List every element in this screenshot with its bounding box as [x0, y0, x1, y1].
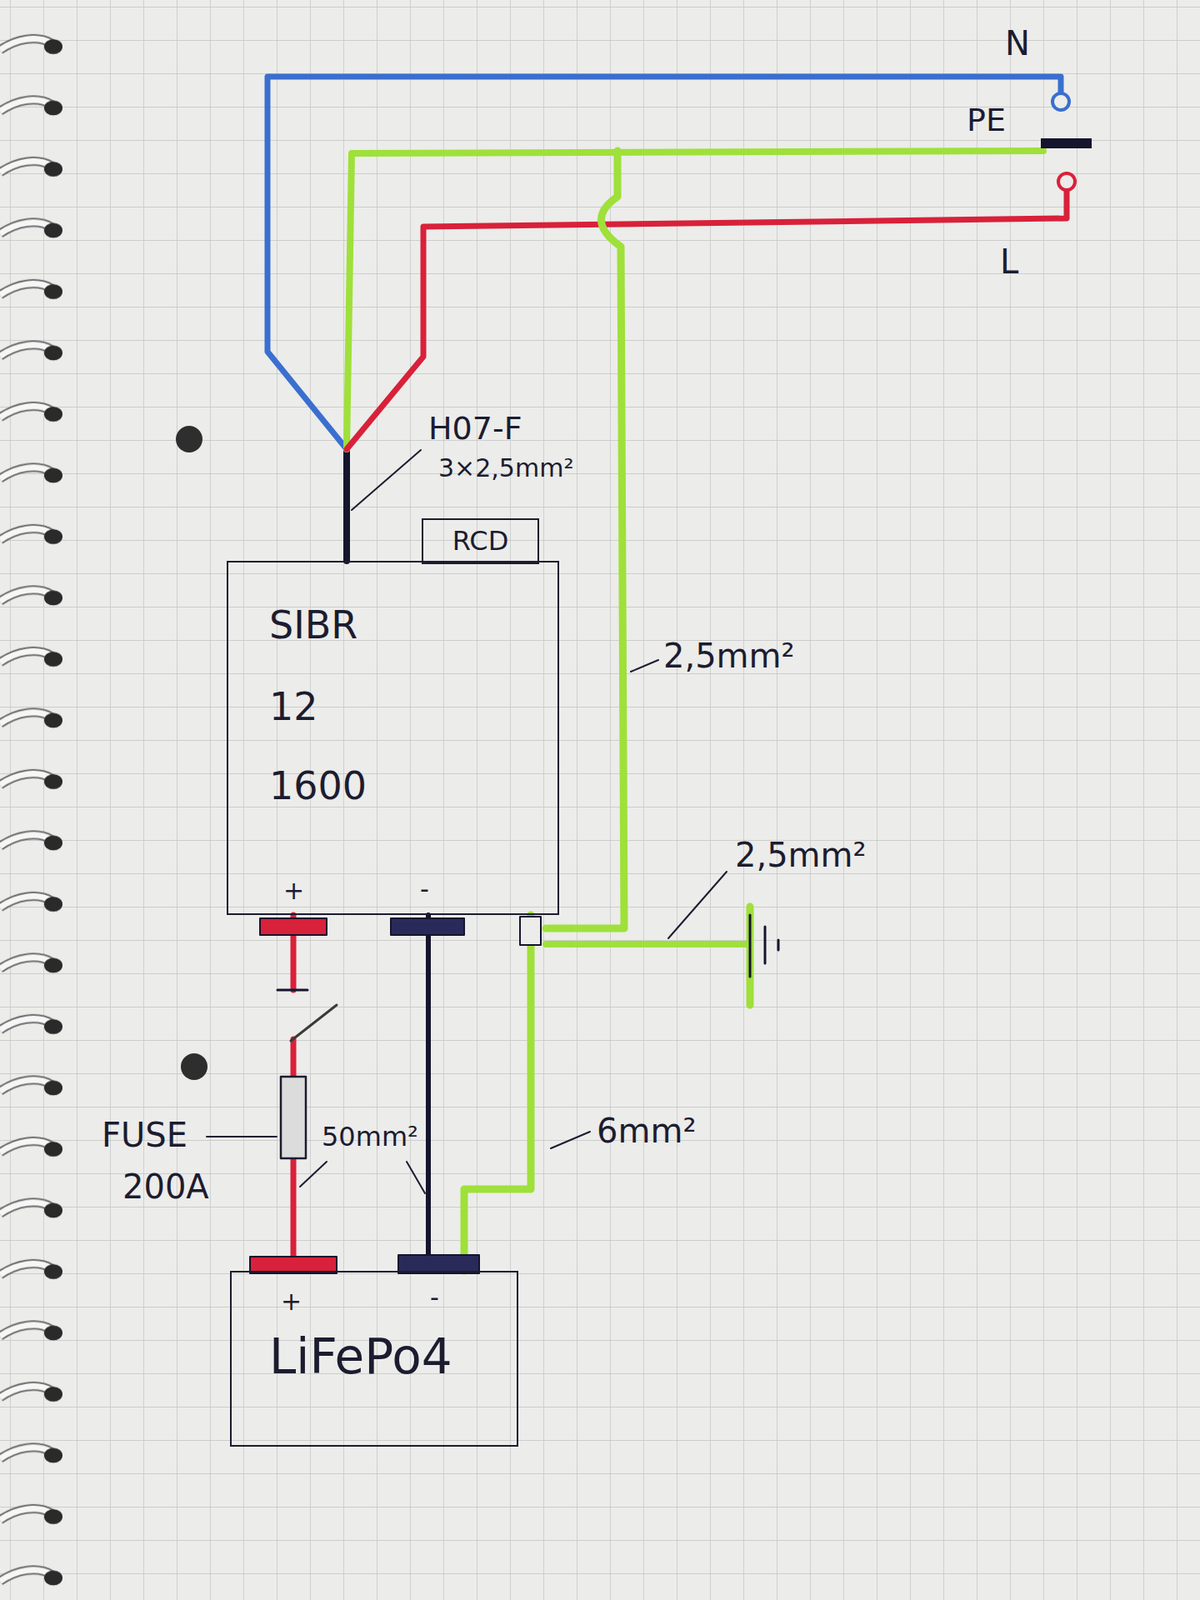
- leader-line: [300, 1161, 327, 1187]
- node-text: LiFePo4: [269, 1330, 453, 1385]
- ground-symbol: [746, 906, 755, 1005]
- switch-blade: [290, 1005, 337, 1041]
- node-text: 12: [269, 685, 319, 729]
- cable-type: H07-F: [428, 411, 523, 447]
- mains-cable: [343, 449, 350, 561]
- negative-terminal: [390, 918, 465, 935]
- node-text: 1600: [269, 765, 367, 808]
- leader-line: [630, 660, 659, 672]
- leader-line: [206, 1135, 277, 1138]
- cable-size: 3×2,5mm²: [438, 454, 574, 482]
- earth-terminal: [1040, 138, 1092, 149]
- punch-hole: [175, 425, 203, 453]
- line-terminal: [1058, 173, 1075, 190]
- neutral-wire: [267, 76, 1061, 450]
- node-text: SIBR: [269, 604, 358, 647]
- line-wire: [346, 190, 1067, 450]
- wire-size: 2,5mm²: [735, 836, 867, 874]
- negative-cable: [425, 915, 431, 1271]
- ground-plate: [764, 926, 767, 964]
- terminal-name: L: [1000, 243, 1019, 280]
- positive-terminal: [260, 918, 327, 935]
- switch-contact: [277, 989, 308, 992]
- fuse-rating: 200A: [122, 1168, 210, 1205]
- ground-plate: [749, 915, 752, 977]
- terminal-name: PE: [966, 103, 1006, 139]
- polarity-mark: +: [280, 1287, 302, 1315]
- leader-line: [550, 1131, 590, 1149]
- leader-line: [351, 450, 421, 510]
- chassis-earth-terminal: [520, 916, 541, 945]
- neutral-terminal: [1052, 93, 1070, 110]
- inverter-box: SIBR 12 1600: [226, 560, 560, 915]
- ground-wire: [545, 940, 747, 948]
- spiral-binding: [0, 0, 75, 1600]
- polarity-mark: -: [420, 875, 430, 903]
- leader-line: [406, 1161, 425, 1194]
- polarity-mark: -: [430, 1283, 440, 1311]
- fuse-symbol: [280, 1076, 306, 1159]
- terminal-name: N: [1005, 25, 1030, 62]
- wire-size: 2,5mm²: [663, 637, 795, 675]
- earth-bond-cable: [464, 915, 531, 1271]
- wire-size: 50mm²: [321, 1122, 419, 1152]
- wire-size: 6mm²: [596, 1112, 696, 1150]
- earth-wire: [346, 150, 1044, 450]
- battery-box: LiFePo4: [230, 1270, 519, 1447]
- node-text: RCD: [452, 526, 510, 556]
- punch-hole: [180, 1053, 208, 1080]
- rcd-box: RCD: [421, 518, 540, 565]
- leader-line: [668, 871, 727, 939]
- ground-plate: [777, 940, 780, 950]
- fuse-name: FUSE: [101, 1116, 188, 1154]
- polarity-mark: +: [283, 876, 305, 905]
